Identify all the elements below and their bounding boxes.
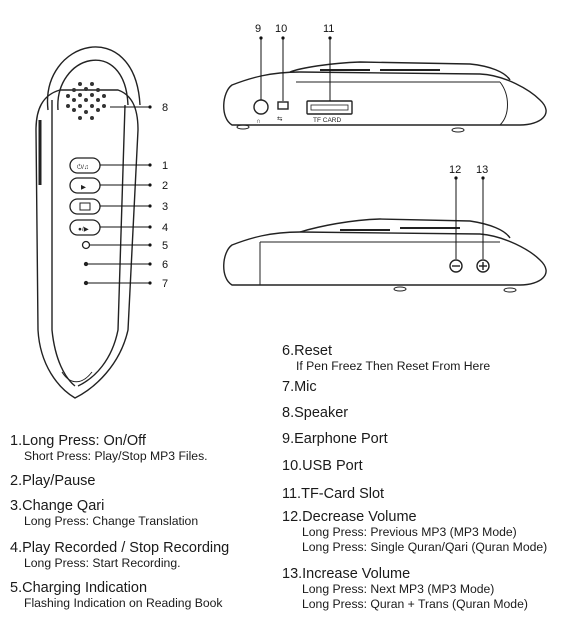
pen-front-view [35, 46, 141, 399]
volume-up-button[interactable] [476, 259, 490, 273]
reset-hole[interactable] [83, 261, 89, 267]
legend-title: 2.Play/Pause [10, 473, 96, 489]
legend-item-8: 8.Speaker [282, 405, 348, 421]
legend-title: 1.Long Press: On/Off [10, 433, 146, 449]
label-play: 2 [162, 180, 168, 192]
legend-title: 10.USB Port [282, 458, 363, 474]
pen-side-view-bottom [223, 218, 547, 293]
usb-port[interactable] [277, 101, 289, 110]
legend-item-7: 7.Mic [282, 379, 317, 395]
legend-item-3: 3.Change Qari Long Press: Change Transla… [10, 498, 198, 529]
legend-title: 13.Increase Volume [282, 566, 411, 582]
legend-detail: If Pen Freez Then Reset From Here [296, 359, 491, 373]
legend-item-6: 6.Reset If Pen Freez Then Reset From Her… [282, 343, 490, 374]
legend-item-13: 13.Increase Volume Long Press: Next MP3 … [282, 566, 528, 612]
legend-detail: Long Press: Start Recording. [24, 556, 181, 570]
label-charging: 5 [162, 240, 168, 252]
label-power: 1 [162, 160, 168, 172]
label-decrease: 12 [449, 164, 461, 176]
svg-text:▶: ▶ [81, 184, 87, 191]
legend-item-2: 2.Play/Pause [10, 473, 95, 489]
legend-title: 5.Charging Indication [10, 580, 148, 596]
legend-item-1: 1.Long Press: On/Off Short Press: Play/S… [10, 433, 208, 464]
legend-title: 4.Play Recorded / Stop Recording [10, 540, 230, 556]
label-reset: 6 [162, 259, 168, 271]
legend-detail: Short Press: Play/Stop MP3 Files. [24, 449, 208, 463]
legend-item-10: 10.USB Port [282, 458, 363, 474]
label-speaker: 8 [162, 102, 168, 114]
top-leader-lines [259, 36, 332, 101]
legend-title: 6.Reset [282, 343, 332, 359]
legend-detail: Long Press: Previous MP3 (MP3 Mode) [302, 525, 517, 539]
legend-title: 7.Mic [282, 379, 317, 395]
label-tf: 11 [323, 23, 334, 35]
legend-item-12: 12.Decrease Volume Long Press: Previous … [282, 509, 547, 555]
charging-led [81, 240, 91, 250]
legend-title: 8.Speaker [282, 405, 349, 421]
legend-detail: Long Press: Next MP3 (MP3 Mode) [302, 582, 495, 596]
mic-hole [83, 280, 89, 286]
tf-card-text: TF CARD [313, 117, 341, 124]
legend-item-5: 5.Charging Indication Flashing Indicatio… [10, 580, 223, 611]
legend-item-11: 11.TF-Card Slot [282, 486, 384, 502]
volume-down-button[interactable] [449, 259, 463, 273]
label-earphone: 9 [255, 23, 261, 35]
legend-item-9: 9.Earphone Port [282, 431, 388, 447]
front-number-labels: 8 1 2 3 4 5 6 7 [162, 102, 168, 290]
label-usb: 10 [275, 23, 287, 35]
bottom-leader-lines [454, 176, 485, 259]
label-mic: 7 [162, 278, 168, 290]
legend-detail: Long Press: Single Quran/Qari (Quran Mod… [302, 540, 548, 554]
svg-text:⇆: ⇆ [277, 116, 283, 123]
label-increase: 13 [476, 164, 488, 176]
legend-detail: Flashing Indication on Reading Book [24, 596, 223, 610]
legend-title: 9.Earphone Port [282, 431, 388, 447]
svg-text:⏻/♫: ⏻/♫ [77, 164, 89, 171]
front-leader-lines [88, 105, 152, 285]
legend-title: 11.TF-Card Slot [282, 486, 385, 502]
legend-title: 3.Change Qari [10, 498, 105, 514]
bottom-number-labels: 12 13 [449, 164, 488, 176]
label-qari: 3 [162, 201, 168, 213]
legend-title: 12.Decrease Volume [282, 509, 417, 525]
top-number-labels: 9 10 11 [255, 23, 334, 35]
svg-text:∩: ∩ [256, 118, 261, 125]
legend-detail: Long Press: Change Translation [24, 514, 199, 528]
label-record: 4 [162, 222, 168, 234]
speaker-grille [66, 82, 106, 120]
legend-item-4: 4.Play Recorded / Stop Recording Long Pr… [10, 540, 229, 571]
legend-detail: Long Press: Quran + Trans (Quran Mode) [302, 597, 528, 611]
svg-text:●/▶: ●/▶ [78, 226, 90, 233]
